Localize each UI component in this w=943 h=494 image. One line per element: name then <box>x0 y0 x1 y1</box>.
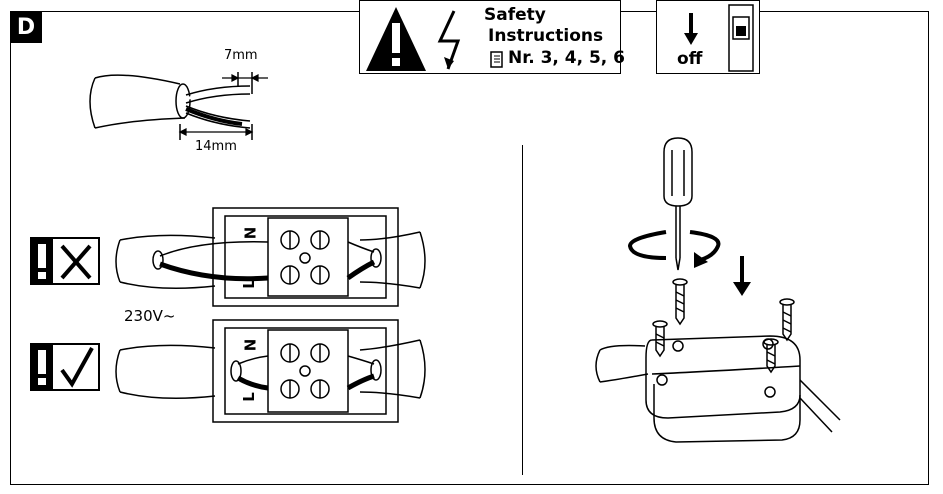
warning-triangle-icon <box>366 7 426 71</box>
document-icon <box>490 51 503 68</box>
breaker-switch-icon <box>728 4 754 72</box>
safety-title-line1: Safety <box>484 5 546 25</box>
section-divider <box>522 145 523 475</box>
lightning-icon <box>437 10 461 70</box>
arrow-down-icon <box>684 13 698 45</box>
step-label: D <box>10 11 42 43</box>
safety-box: Safety Instructions Nr. 3, 4, 5, 6 <box>359 0 625 74</box>
safety-pages: Nr. 3, 4, 5, 6 <box>508 48 626 68</box>
power-off-label: off <box>677 49 703 69</box>
strip-length-long: 14mm <box>195 139 237 154</box>
safety-title-line2: Instructions <box>488 26 604 46</box>
voltage-label: 230V~ <box>124 307 176 325</box>
power-off-box: off <box>656 0 760 74</box>
strip-length-short: 7mm <box>224 48 258 63</box>
